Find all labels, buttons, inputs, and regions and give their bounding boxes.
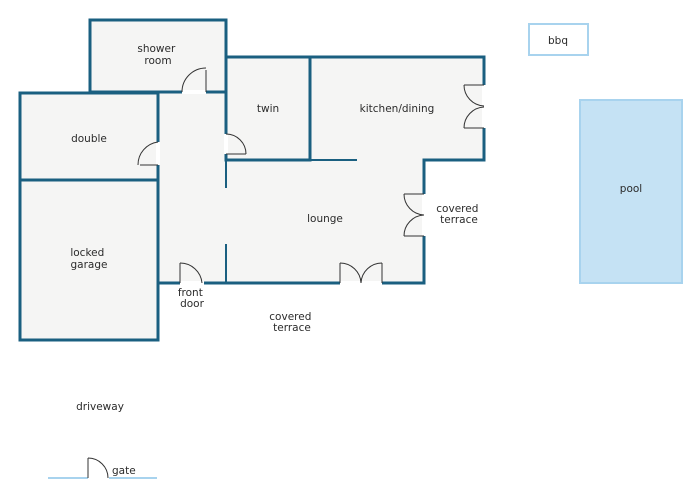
pool-area	[579, 99, 683, 284]
door-kitchen-terrace[interactable]	[463, 84, 486, 129]
walls	[18, 18, 486, 342]
door-lounge-terrace-right[interactable]	[403, 193, 426, 237]
floor-locked-garage	[20, 180, 158, 340]
label-front-door: front door	[178, 287, 206, 310]
label-shower-room: shower room	[137, 43, 178, 67]
floor-areas	[20, 20, 484, 340]
inner-walls	[225, 159, 357, 284]
wall-shower-room	[88, 18, 228, 94]
floor-lounge	[226, 160, 424, 283]
floor-kitchen-dining	[310, 57, 484, 160]
gate[interactable]	[87, 457, 109, 480]
floor-double	[20, 93, 158, 179]
doors	[87, 67, 486, 480]
floor-hall	[158, 92, 226, 283]
label-kitchen-dining: kitchen/dining	[360, 103, 435, 115]
label-lounge: lounge	[307, 213, 343, 225]
label-twin: twin	[257, 103, 279, 115]
floor-shower-room	[90, 20, 226, 92]
door-double[interactable]	[137, 141, 160, 166]
label-covered-terrace-front: covered terrace	[269, 311, 314, 334]
bbq-area	[528, 23, 589, 56]
wall-double-outer	[18, 91, 160, 342]
door-shower-room[interactable]	[181, 67, 207, 94]
label-locked-garage: locked garage	[70, 247, 107, 271]
floor-twin	[226, 57, 310, 160]
labels: shower room double twin kitchen/dining l…	[70, 35, 642, 477]
label-bbq: bbq	[548, 35, 568, 47]
label-covered-terrace-right: covered terrace	[436, 203, 481, 226]
label-gate: gate	[112, 465, 136, 477]
door-lounge-terrace-front[interactable]	[339, 262, 383, 285]
label-driveway: driveway	[76, 401, 124, 413]
door-twin[interactable]	[224, 133, 247, 155]
label-double: double	[71, 133, 107, 145]
door-front[interactable]	[179, 262, 204, 285]
label-pool: pool	[620, 183, 642, 195]
